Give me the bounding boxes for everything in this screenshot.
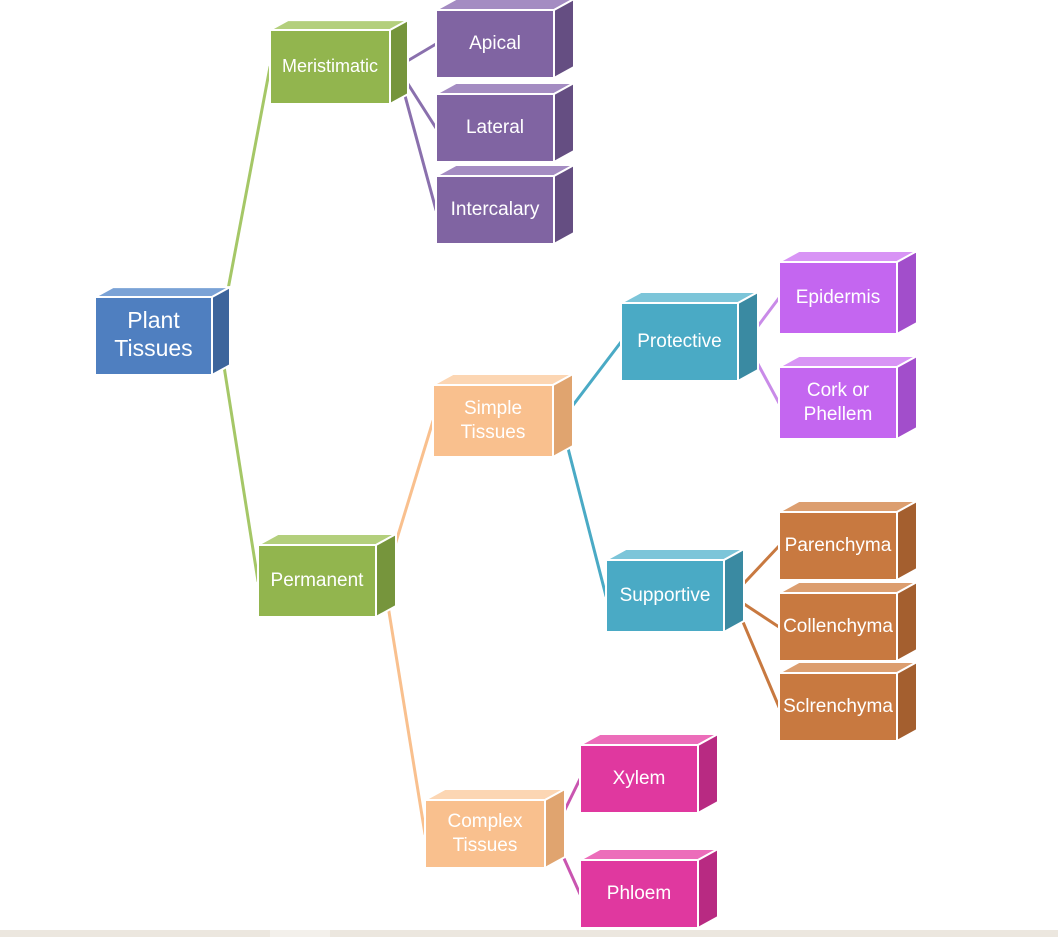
node-apical-label: Apical	[469, 33, 521, 54]
node-phloem-label: Phloem	[607, 883, 671, 904]
node-intercalary-front-face	[435, 175, 555, 245]
node-root-front-face	[94, 296, 213, 376]
node-collenchyma-label: Collenchyma	[783, 616, 893, 637]
node-supportive-front-face	[605, 559, 725, 633]
node-lateral-side-face	[553, 82, 575, 163]
node-epidermis-side-face	[896, 250, 918, 335]
bottom-scrollbar-thumb	[270, 930, 330, 937]
node-collenchyma-top-face	[778, 581, 918, 594]
node-parenchyma-label: Parenchyma	[785, 535, 892, 556]
node-collenchyma: Collenchyma	[778, 581, 918, 662]
node-intercalary-top-face	[435, 164, 575, 177]
node-protective-front-face	[620, 302, 739, 382]
node-meristimatic-label: Meristimatic	[282, 56, 378, 76]
node-collenchyma-front-face	[778, 592, 898, 662]
node-cork: Cork or Phellem	[778, 355, 918, 440]
node-apical-top-face	[435, 0, 575, 11]
node-xylem-label: Xylem	[613, 768, 666, 789]
node-simple-label: Simple	[464, 398, 522, 419]
node-lateral: Lateral	[435, 82, 575, 163]
node-parenchyma: Parenchyma	[778, 500, 918, 581]
node-permanent: Permanent	[257, 533, 397, 618]
node-epidermis-top-face	[778, 250, 918, 263]
node-protective-label: Protective	[637, 331, 721, 352]
node-lateral-label: Lateral	[466, 117, 524, 138]
node-sclrenchyma-side-face	[896, 661, 918, 742]
node-meristimatic-side-face	[389, 19, 409, 105]
connector-permanent-to-complex	[382, 579, 427, 836]
node-complex-side-face	[544, 788, 566, 869]
node-sclrenchyma-label: Sclrenchyma	[783, 696, 893, 717]
diagram-nodes: PlantTissuesMeristimaticApicalLateralInt…	[94, 0, 918, 929]
connector-root-to-permanent	[217, 334, 260, 583]
node-apical: Apical	[435, 0, 575, 79]
node-phloem-front-face	[579, 859, 699, 929]
node-apical-front-face	[435, 9, 555, 79]
node-simple-front-face	[432, 384, 554, 458]
node-sclrenchyma: Sclrenchyma	[778, 661, 918, 742]
node-phloem-top-face	[579, 848, 719, 861]
node-xylem: Xylem	[579, 733, 719, 814]
node-epidermis: Epidermis	[778, 250, 918, 335]
node-simple-side-face	[552, 373, 574, 458]
node-complex-top-face	[424, 788, 566, 801]
node-phloem-side-face	[697, 848, 719, 929]
node-supportive-side-face	[723, 548, 745, 633]
node-xylem-front-face	[579, 744, 699, 814]
node-simple-label: Tissues	[461, 422, 526, 443]
node-supportive: Supportive	[605, 548, 745, 633]
node-meristimatic: Meristimatic	[269, 19, 409, 105]
node-complex-front-face	[424, 799, 546, 869]
node-collenchyma-side-face	[896, 581, 918, 662]
node-parenchyma-front-face	[778, 511, 898, 581]
node-permanent-top-face	[257, 533, 397, 546]
node-epidermis-label: Epidermis	[796, 287, 880, 308]
node-xylem-side-face	[697, 733, 719, 814]
node-parenchyma-top-face	[778, 500, 918, 513]
node-intercalary: Intercalary	[435, 164, 575, 245]
node-simple-top-face	[432, 373, 574, 386]
node-sclrenchyma-front-face	[778, 672, 898, 742]
node-cork-top-face	[778, 355, 918, 368]
node-permanent-front-face	[257, 544, 377, 618]
node-intercalary-label: Intercalary	[451, 199, 540, 220]
node-cork-side-face	[896, 355, 918, 440]
node-phloem: Phloem	[579, 848, 719, 929]
node-lateral-front-face	[435, 93, 555, 163]
node-xylem-top-face	[579, 733, 719, 746]
node-lateral-top-face	[435, 82, 575, 95]
node-apical-side-face	[553, 0, 575, 79]
node-complex-label: Complex	[448, 811, 523, 832]
node-sclrenchyma-top-face	[778, 661, 918, 674]
node-protective-side-face	[737, 291, 759, 382]
node-intercalary-side-face	[553, 164, 575, 245]
node-cork-label: Cork or	[807, 380, 870, 401]
node-root-label: Tissues	[114, 335, 192, 361]
node-complex-label: Tissues	[453, 835, 518, 856]
node-cork-label: Phellem	[804, 404, 873, 425]
node-meristimatic-top-face	[269, 19, 409, 31]
node-root-top-face	[94, 286, 231, 298]
node-parenchyma-side-face	[896, 500, 918, 581]
node-permanent-label: Permanent	[271, 570, 365, 591]
node-cork-front-face	[778, 366, 898, 440]
node-supportive-label: Supportive	[620, 585, 711, 606]
node-supportive-top-face	[605, 548, 745, 561]
node-root-label: Plant	[127, 307, 180, 333]
node-protective: Protective	[620, 291, 759, 382]
node-epidermis-front-face	[778, 261, 898, 335]
node-permanent-side-face	[375, 533, 397, 618]
bottom-scrollbar-track	[0, 930, 1058, 937]
connector-simple-to-supportive	[559, 419, 608, 598]
node-meristimatic-front-face	[269, 29, 391, 105]
node-root-side-face	[211, 286, 231, 376]
node-protective-top-face	[620, 291, 759, 304]
